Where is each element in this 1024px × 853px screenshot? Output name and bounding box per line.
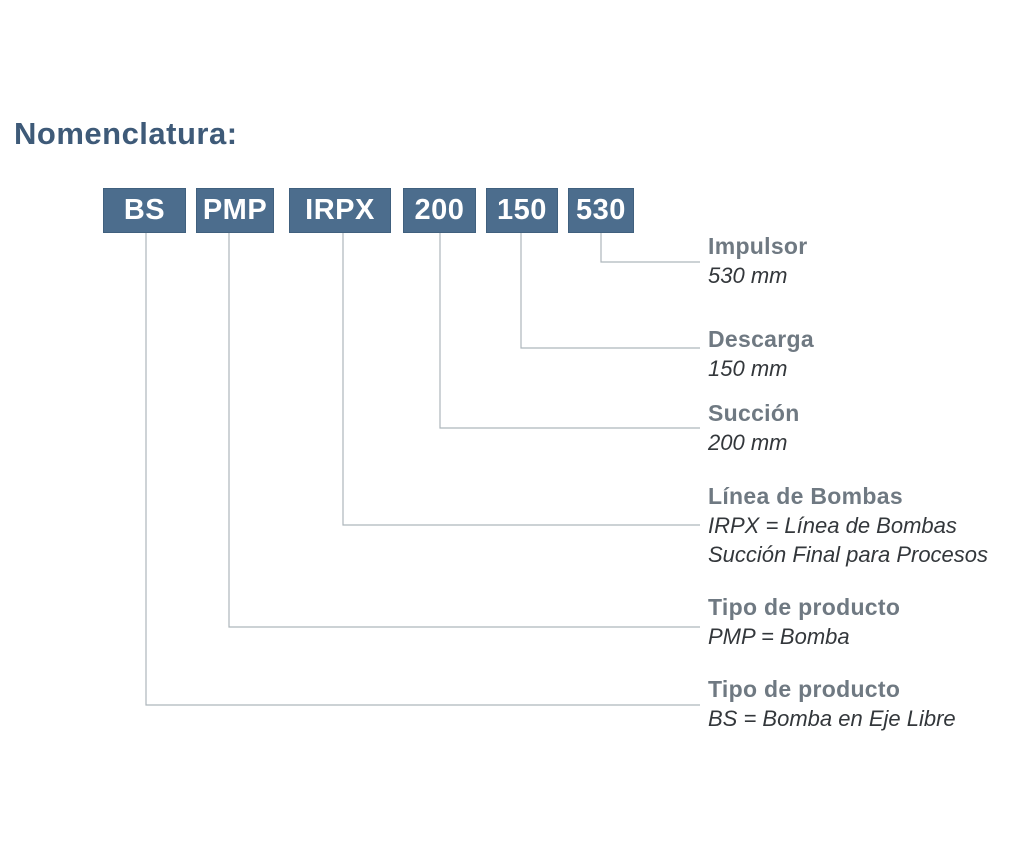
label-impulsor-heading: Impulsor bbox=[708, 233, 808, 259]
label-impulsor: Impulsor 530 mm bbox=[708, 232, 1008, 290]
code-box-pmp: PMP bbox=[196, 188, 274, 233]
label-tipo-de-producto-bs: Tipo de producto BS = Bomba en Eje Libre bbox=[708, 675, 1008, 733]
label-tipo-de-producto-pmp: Tipo de producto PMP = Bomba bbox=[708, 593, 1008, 651]
label-linea-de-bombas: Línea de Bombas IRPX = Línea de Bombas S… bbox=[708, 482, 1008, 569]
label-descarga: Descarga 150 mm bbox=[708, 325, 1008, 383]
connector-pmp-tipo bbox=[228, 233, 700, 628]
label-succion-heading: Succión bbox=[708, 400, 800, 426]
label-tipo-bs-value: BS = Bomba en Eje Libre bbox=[708, 706, 956, 731]
connector-bs-tipo bbox=[145, 233, 700, 706]
label-tipo-bs-heading: Tipo de producto bbox=[708, 676, 901, 702]
label-linea-heading: Línea de Bombas bbox=[708, 483, 903, 509]
label-tipo-pmp-value: PMP = Bomba bbox=[708, 624, 850, 649]
connector-530-impulsor bbox=[600, 233, 700, 263]
code-box-irpx: IRPX bbox=[289, 188, 391, 233]
label-succion: Succión 200 mm bbox=[708, 399, 1008, 457]
code-box-discharge-size: 150 bbox=[486, 188, 558, 233]
code-box-suction-size: 200 bbox=[403, 188, 476, 233]
code-box-bs: BS bbox=[103, 188, 186, 233]
connector-150-descarga bbox=[520, 233, 700, 349]
connector-200-succion bbox=[439, 233, 700, 429]
label-succion-value: 200 mm bbox=[708, 430, 788, 455]
label-tipo-pmp-heading: Tipo de producto bbox=[708, 594, 901, 620]
code-box-impeller-size: 530 bbox=[568, 188, 634, 233]
label-descarga-value: 150 mm bbox=[708, 356, 788, 381]
label-linea-value-2: Succión Final para Procesos bbox=[708, 542, 989, 567]
label-descarga-heading: Descarga bbox=[708, 326, 814, 352]
connector-irpx-linea bbox=[342, 233, 700, 526]
page-title: Nomenclatura: bbox=[14, 116, 238, 151]
label-linea-value-1: IRPX = Línea de Bombas bbox=[708, 513, 957, 538]
label-impulsor-value: 530 mm bbox=[708, 263, 788, 288]
